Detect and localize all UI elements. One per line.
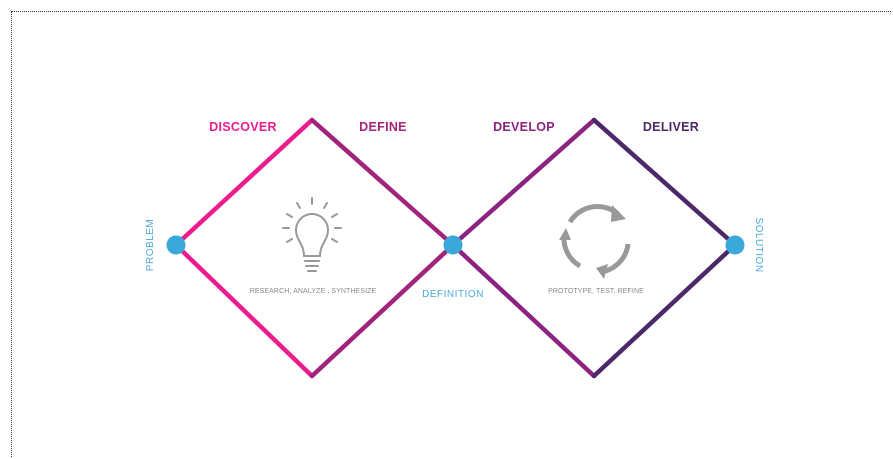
deliver-edge-top xyxy=(591,117,738,248)
phase-label-develop: DEVELOP xyxy=(493,120,555,134)
lightbulb-icon xyxy=(282,197,342,272)
phase-label-define: DEFINE xyxy=(359,120,407,134)
phase-label-deliver: DELIVER xyxy=(643,120,699,134)
discover-edge-top xyxy=(173,117,315,248)
develop-edge-bottom xyxy=(450,242,597,379)
develop-edge-top xyxy=(450,117,597,248)
define-edge-top xyxy=(309,117,456,248)
problem-label: PROBLEM xyxy=(145,219,156,271)
solution-node xyxy=(725,235,745,255)
refresh-arrowheads xyxy=(559,205,626,279)
problem-node xyxy=(166,235,186,255)
canvas-frame xyxy=(11,11,891,457)
definition-node xyxy=(443,235,463,255)
deliver-edge-bottom xyxy=(591,242,738,379)
solution-label: SOLUTION xyxy=(753,217,764,272)
discover-edge-bottom xyxy=(173,242,315,379)
phase-label-discover: DISCOVER xyxy=(209,120,277,134)
definition-label: DEFINITION xyxy=(422,289,484,300)
second-diamond-description: PROTOTYPE, TEST, REFINE xyxy=(548,288,644,295)
define-edge-bottom xyxy=(309,242,456,379)
first-diamond-description: RESEARCH, ANALYZE , SYNTHESIZE xyxy=(250,288,377,295)
